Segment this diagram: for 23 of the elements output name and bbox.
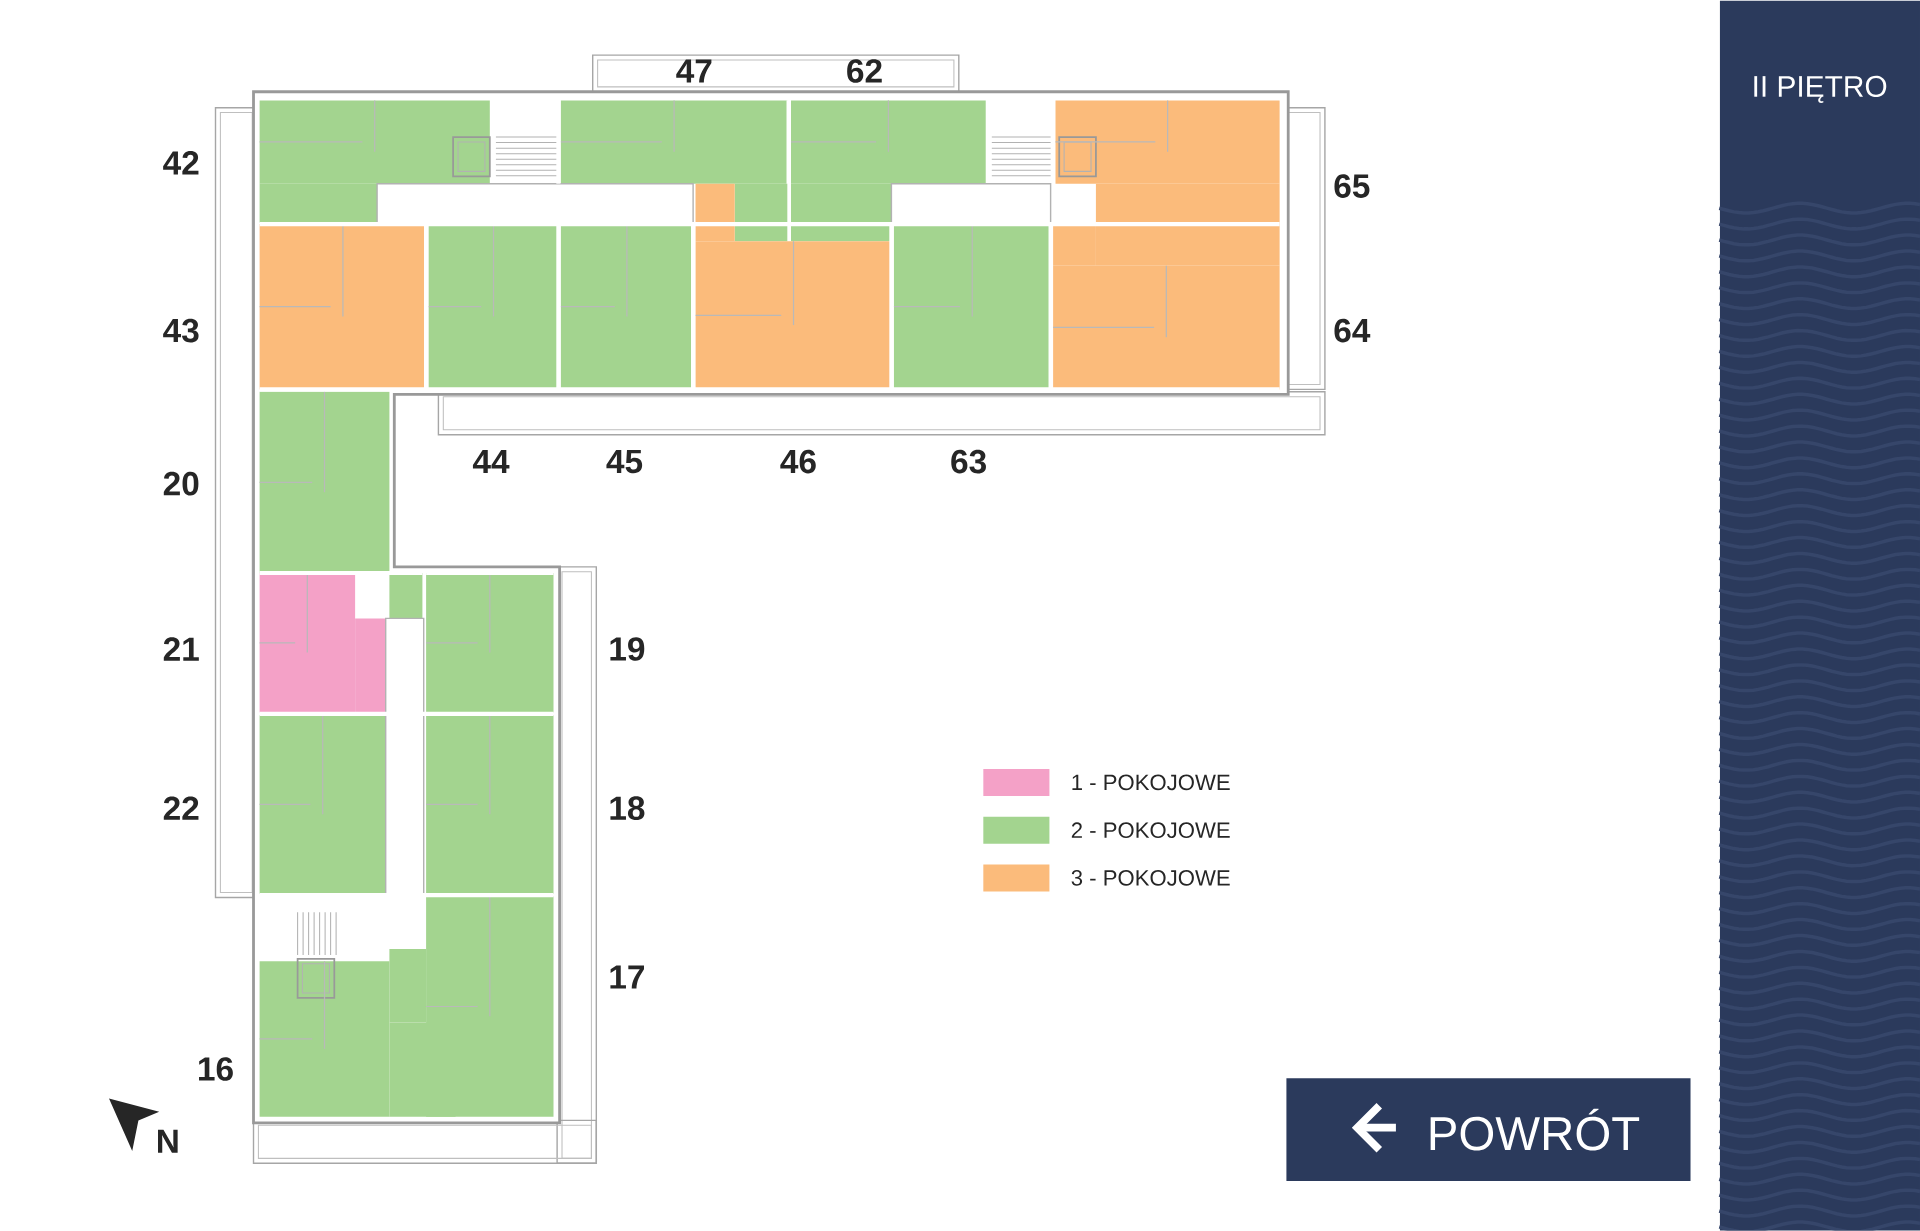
- floor-title: II PIĘTRO: [1754, 76, 1887, 104]
- legend-label: 3 - POKOJOWE: [1071, 870, 1230, 886]
- apartment-number: 44: [472, 450, 510, 474]
- legend-label: 2 - POKOJOWE: [1071, 822, 1230, 839]
- legend-label: 1 - POKOJOWE: [1072, 774, 1230, 791]
- apartment-number: 17: [610, 965, 644, 989]
- apartment-number: 21: [163, 637, 199, 661]
- apartment-number: 43: [163, 318, 199, 343]
- apartment-number: 64: [1334, 318, 1371, 343]
- compass-letter: N: [158, 1129, 178, 1153]
- apartment-number: 42: [163, 151, 199, 175]
- apartment-number: 22: [163, 796, 199, 821]
- apartment-number: 20: [163, 472, 199, 496]
- apartment-number: 16: [199, 1057, 233, 1081]
- apartment-number: 47: [676, 59, 712, 83]
- apartment-number: 65: [1334, 174, 1370, 199]
- back-button: POWRÓT: [1286, 1078, 1691, 1182]
- apartment-number: 45: [606, 450, 643, 474]
- apartment-number: 62: [847, 59, 882, 83]
- apartment-number: 46: [780, 449, 816, 474]
- apartment-number: 63: [951, 449, 986, 474]
- apartment-number: 19: [610, 637, 645, 661]
- apartment-number: 18: [610, 796, 645, 821]
